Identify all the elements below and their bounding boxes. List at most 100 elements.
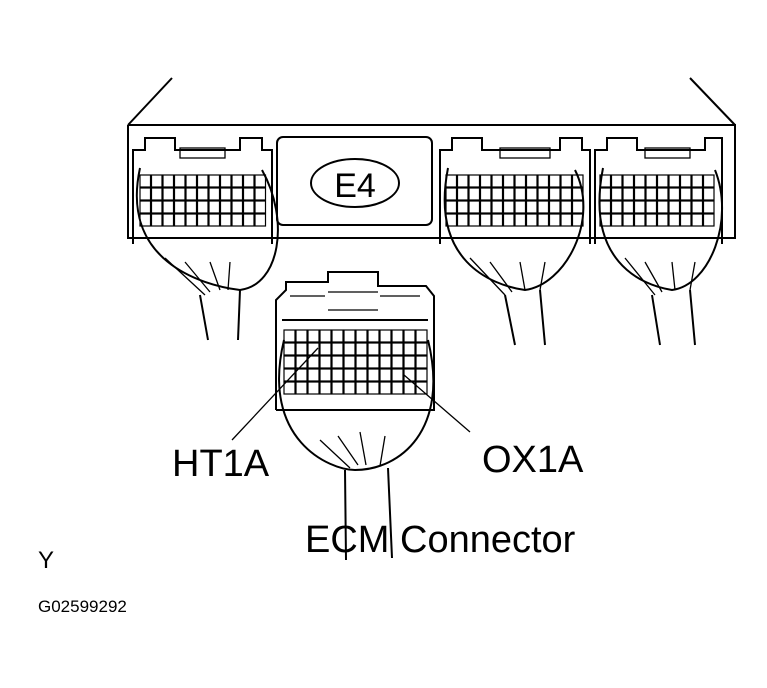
pin-cavity [610,213,623,227]
pin-cavity [150,174,163,188]
pin-cavity [295,329,308,343]
pin-cavity [150,200,163,214]
pin-cavity [231,187,244,201]
e4-plate: E4 [276,136,433,226]
pin-cavity [656,213,669,227]
pin-cavity [355,329,368,343]
pin-cavity [343,368,356,382]
pin-cavity [525,213,538,227]
pin-cavity [391,381,404,395]
pin-cavity [456,213,469,227]
pin-cavity [319,368,332,382]
pin-cavity [622,187,635,201]
pin-cavity [162,213,175,227]
pin-cavity [367,329,380,343]
pin-cavity [633,174,646,188]
pin-cavity [254,200,267,214]
pin-cavity [702,200,715,214]
pin-cavity [560,174,573,188]
pin-cavity [445,187,458,201]
pin-cavity [331,342,344,356]
pin-cavity [173,200,186,214]
pin-cavity [343,355,356,369]
pin-cavity [633,213,646,227]
pin-cavity [307,342,320,356]
pin-cavity [139,200,152,214]
ht1a-leader [231,347,319,441]
figure-letter: Y [38,547,54,574]
pin-cavity [479,200,492,214]
pin-cavity [283,368,296,382]
pin-cavity [491,174,504,188]
pin-cavity [691,200,704,214]
pin-cavity [679,200,692,214]
pin-cavity [139,187,152,201]
pin-cavity [283,329,296,343]
pin-cavity [185,213,198,227]
pin-cavity [479,187,492,201]
pin-cavity [307,381,320,395]
pin-cavity [656,174,669,188]
pin-cavity [319,355,332,369]
pin-cavity [196,200,209,214]
ecu-housing [127,77,736,239]
pin-cavity [367,342,380,356]
pin-cavity [379,355,392,369]
pin-cavity [379,342,392,356]
pin-cavity [599,187,612,201]
pin-cavity [622,200,635,214]
pin-cavity [679,187,692,201]
pin-cavity [679,174,692,188]
pin-cavity [702,174,715,188]
pin-cavity [668,187,681,201]
pin-cavity [702,213,715,227]
pin-cavity [502,200,515,214]
pin-cavity [283,342,296,356]
pin-cavity [307,368,320,382]
pin-cavity [491,213,504,227]
pin-cavity [415,368,428,382]
pin-cavity [445,174,458,188]
pin-cavity [537,200,550,214]
pin-cavity [379,368,392,382]
pin-cavity [295,368,308,382]
pin-cavity [479,174,492,188]
pin-cavity [355,355,368,369]
pin-cavity [355,342,368,356]
pin-cavity [367,355,380,369]
pin-cavity [343,381,356,395]
pin-cavity [208,213,221,227]
pin-cavity [403,342,416,356]
pin-cavity [415,381,428,395]
pin-cavity [185,200,198,214]
pin-cavity [537,187,550,201]
pin-cavity [668,213,681,227]
pin-cavity [343,329,356,343]
pin-cavity [162,187,175,201]
pin-cavity [560,187,573,201]
pin-cavity [331,381,344,395]
pin-cavity [173,187,186,201]
pin-grid [599,174,715,227]
pin-cavity [173,174,186,188]
pin-cavity [295,355,308,369]
pin-cavity [242,174,255,188]
pin-cavity [537,213,550,227]
pin-cavity [491,200,504,214]
pin-cavity [622,174,635,188]
pin-cavity [456,174,469,188]
pin-cavity [468,174,481,188]
pin-cavity [196,187,209,201]
pin-cavity [610,174,623,188]
pin-cavity [645,187,658,201]
pin-cavity [502,174,515,188]
pin-cavity [283,381,296,395]
pin-cavity [656,187,669,201]
pin-cavity [479,213,492,227]
pin-cavity [548,213,561,227]
pin-cavity [319,342,332,356]
ecu-connector-1 [132,137,279,341]
pin-cavity [162,174,175,188]
pin-cavity [456,187,469,201]
